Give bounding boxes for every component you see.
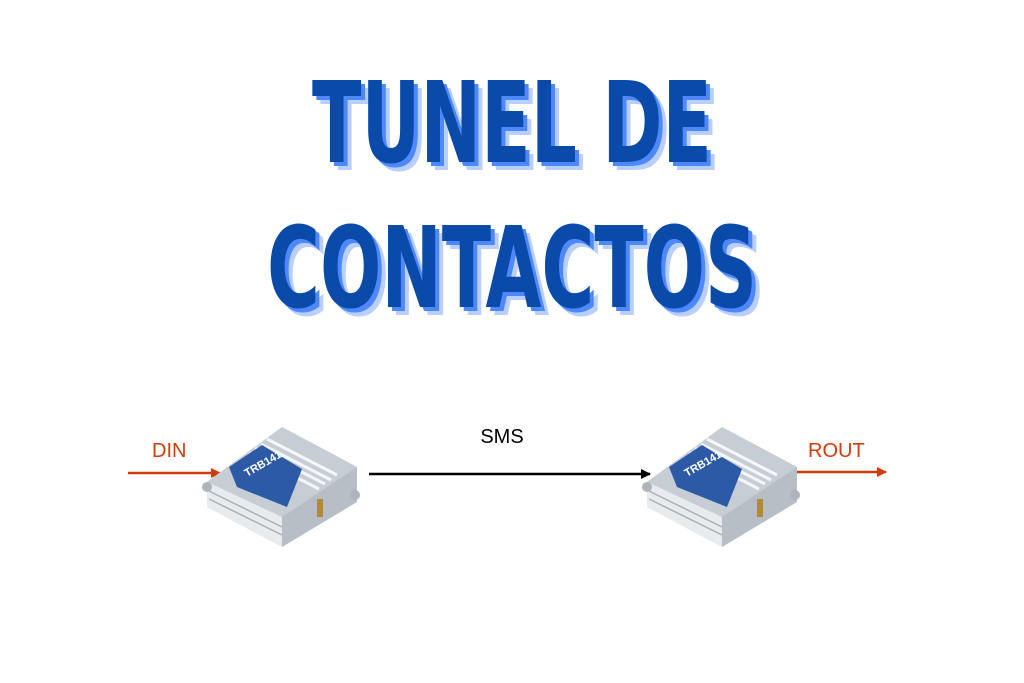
title-line1: TUNEL DE	[312, 59, 712, 189]
input-label: DIN	[152, 440, 186, 462]
title-line2: CONTACTOS	[267, 204, 757, 334]
title-line1-shadow2: TUNEL DE	[316, 63, 716, 193]
title-main: TUNEL DE CONTACTOS	[267, 59, 757, 334]
link-label: SMS	[480, 426, 523, 448]
output-label: ROUT	[808, 440, 865, 462]
title-shadow-light: TUNEL DE CONTACTOS	[275, 67, 765, 342]
title-line2-shadow2: CONTACTOS	[271, 208, 761, 338]
title-shadow-mid: TUNEL DE CONTACTOS	[271, 63, 761, 338]
title: TUNEL DE CONTACTOS TUNEL DE CONTACTOS TU…	[267, 59, 765, 342]
router-device-2: TRB141	[640, 425, 802, 549]
title-line2-shadow: CONTACTOS	[275, 212, 765, 342]
router-device-1: TRB141	[200, 425, 362, 549]
title-line1-shadow: TUNEL DE	[320, 67, 720, 197]
